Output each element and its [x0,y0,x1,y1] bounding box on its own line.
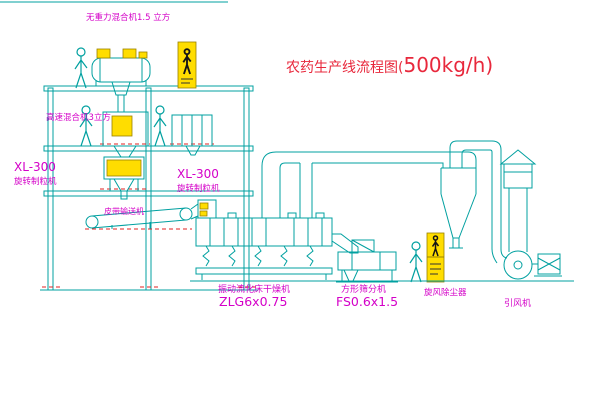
diagram-title-capacity: 500kg/h) [403,53,493,77]
label-sieve-name: 方形筛分机 [341,283,386,295]
label-high-speed-mixer: 高速混合机3立方 [46,112,111,123]
dryer-discharge-chute [331,233,359,254]
exhaust-duct [261,151,477,218]
building-frame [40,85,258,291]
red-datum-marks [42,143,256,288]
label-left-granulator-name: 旋转制粒机 [14,176,57,187]
rain-cap [499,149,537,165]
control-cabinet-2 [426,232,445,283]
worker-figure [74,47,88,89]
label-cyclone: 旋风除尘器 [424,287,467,298]
label-left-granulator-model: XL-300 [14,160,56,174]
worker-figure [409,241,423,283]
control-cabinet-1 [177,41,197,89]
label-top-mixer: 无重力混合机1.5 立方 [86,12,170,23]
diagram-title: 农药生产线流程图(500kg/h) [286,53,493,77]
square-sieve [336,239,398,283]
motor-block [122,48,137,59]
label-fan: 引风机 [504,297,531,309]
gravity-free-mixer [91,48,151,113]
label-belt-conveyor: 皮带输送机 [104,206,144,216]
fan-suction-pipe [449,140,508,264]
label-mid-granulator-model: XL-300 [177,167,219,181]
secondary-mixer [171,114,213,156]
vibration-springs [202,245,314,267]
label-sieve-model: FS0.6x1.5 [336,294,398,309]
label-dryer-model: ZLG6x0.75 [219,294,287,309]
diagram-title-text: 农药生产线流程图( [286,60,403,76]
induced-draft-fan [499,149,562,280]
belt-conveyor [85,203,199,229]
label-mid-granulator-name: 旋转制粒机 [177,183,220,194]
motor-block [96,48,111,59]
label-dryer-name: 振动流化床干燥机 [218,283,290,295]
cyclone-separator [440,167,477,249]
rotary-granulator [103,156,145,200]
worker-figure [79,105,93,147]
fluid-bed-dryer [195,199,359,280]
stack-cap [503,163,533,189]
worker-figure [153,105,167,147]
motor-block [138,51,148,59]
